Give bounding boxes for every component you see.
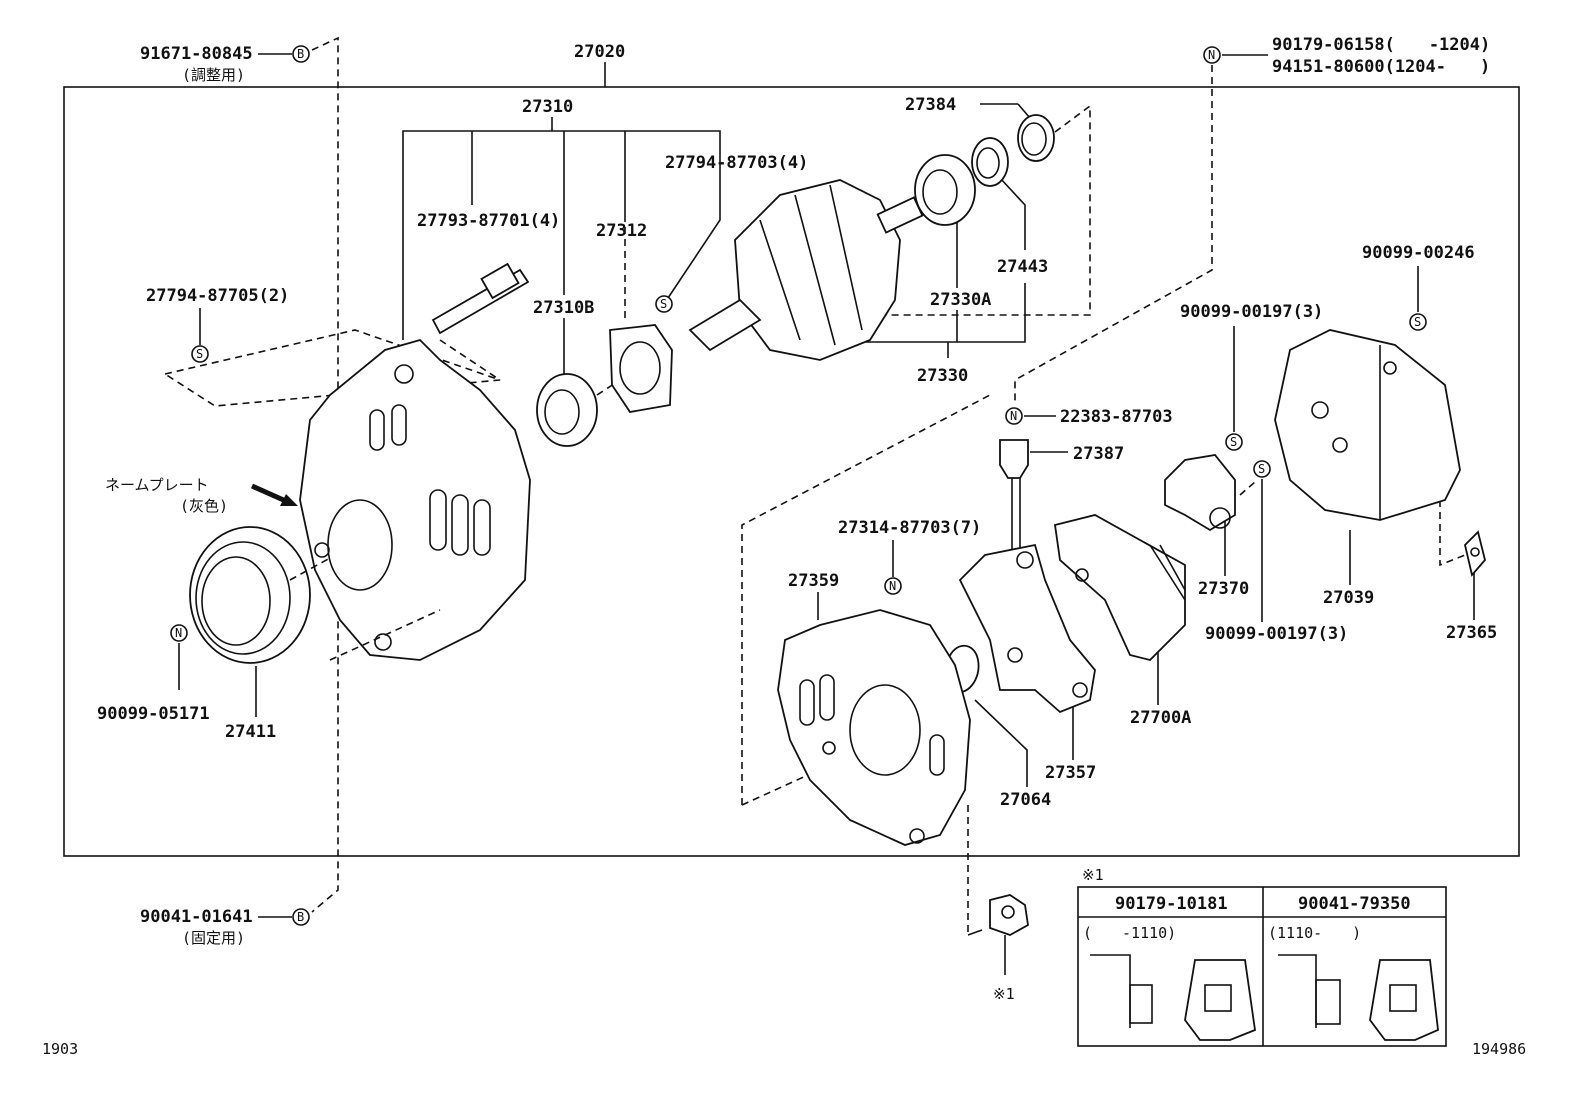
s-mark-icon: S <box>1409 313 1427 331</box>
snap-ring-drawing <box>1017 114 1055 162</box>
ref-mark-part: ※1 <box>993 985 1015 1003</box>
pulley-drawing <box>189 526 311 664</box>
label-27312: 27312 <box>596 221 647 241</box>
label-27359: 27359 <box>788 571 839 591</box>
part-90041-01641: 90041-01641 <box>140 907 253 927</box>
terminal-plate-drawing <box>1464 530 1486 577</box>
n-mark-icon: N <box>884 577 902 595</box>
label-27330A: 27330A <box>930 290 991 310</box>
label-27330: 27330 <box>917 366 968 386</box>
table-range-left: ( -1110) <box>1083 924 1176 942</box>
s-mark-icon: S <box>1253 460 1271 478</box>
svg-text:S: S <box>196 347 203 361</box>
part-27794-87703: 27794-87703(4) <box>665 153 808 173</box>
retainer-plate-drawing <box>609 324 673 413</box>
table-header-90041-79350: 90041-79350 <box>1298 894 1411 914</box>
regulator-drawing <box>958 439 1096 714</box>
svg-text:N: N <box>1208 48 1215 62</box>
part-27794-87705: 27794-87705(2) <box>146 286 289 306</box>
label-27700A: 27700A <box>1130 708 1191 728</box>
label-27064: 27064 <box>1000 790 1051 810</box>
variant-table: 90179-10181 90041-79350 ( -1110) (1110- … <box>1077 886 1447 1047</box>
stud-bolt-drawing <box>431 262 530 335</box>
table-header-90179-10181: 90179-10181 <box>1115 894 1228 914</box>
n-mark-icon: N <box>1203 46 1221 64</box>
code-right: 194986 <box>1472 1040 1526 1058</box>
label-27387: 27387 <box>1073 444 1124 464</box>
part-22383-87703: 22383-87703 <box>1060 407 1173 427</box>
s-mark-icon: S <box>655 295 673 313</box>
label-27357: 27357 <box>1045 763 1096 783</box>
n-mark-icon: N <box>1005 407 1023 425</box>
part-90099-00197-upper: 90099-00197(3) <box>1180 302 1323 322</box>
label-27411: 27411 <box>225 722 276 742</box>
front-bearing-drawing <box>536 373 598 447</box>
label-27039: 27039 <box>1323 588 1374 608</box>
label-27020: 27020 <box>574 42 625 62</box>
part-90041-note: (固定用) <box>182 929 245 947</box>
rotor-drawing <box>688 179 924 361</box>
rear-cover-drawing <box>1274 329 1461 521</box>
nameplate-label: ネームプレート <box>105 476 209 494</box>
terminal-clip-drawing <box>989 894 1029 936</box>
brush-holder-drawing <box>1164 454 1236 532</box>
b-mark-icon: B <box>292 45 310 63</box>
n-mark-icon: N <box>170 624 188 642</box>
code-left: 1903 <box>42 1040 78 1058</box>
part-90099-00246: 90099-00246 <box>1362 243 1475 263</box>
label-27370: 27370 <box>1198 579 1249 599</box>
label-27384: 27384 <box>905 95 956 115</box>
svg-text:S: S <box>1230 435 1237 449</box>
s-mark-icon: S <box>191 345 209 363</box>
rectifier-drawing <box>1053 514 1186 661</box>
svg-text:S: S <box>1258 462 1265 476</box>
svg-text:N: N <box>175 626 182 640</box>
b-mark-icon: B <box>292 908 310 926</box>
svg-text:B: B <box>297 910 304 924</box>
label-27310: 27310 <box>522 97 573 117</box>
label-27365: 27365 <box>1446 623 1497 643</box>
assembly-frame <box>63 86 1520 857</box>
nameplate-color: (灰色) <box>180 497 228 515</box>
rear-bearing-drawing <box>914 154 976 226</box>
front-housing-drawing <box>299 338 531 661</box>
label-27443: 27443 <box>997 257 1048 277</box>
s-mark-icon: S <box>1225 433 1243 451</box>
arrow-icon <box>250 483 298 506</box>
part-91671-80845: 91671-80845 <box>140 44 253 64</box>
svg-text:N: N <box>1010 409 1017 423</box>
part-27793-87701: 27793-87701(4) <box>417 211 560 231</box>
part-90099-00197-lower: 90099-00197(3) <box>1205 624 1348 644</box>
label-27310B: 27310B <box>533 298 594 318</box>
svg-text:N: N <box>889 579 896 593</box>
part-91671-note: (調整用) <box>182 66 245 84</box>
part-90099-05171: 90099-05171 <box>97 704 210 724</box>
rear-housing-drawing <box>777 609 971 846</box>
part-94151-80600: 94151-80600(1204- ) <box>1272 57 1490 77</box>
table-range-right: (1110- ) <box>1268 924 1361 942</box>
svg-text:S: S <box>1414 315 1421 329</box>
part-90179-06158: 90179-06158( -1204) <box>1272 35 1490 55</box>
bearing-cover-drawing <box>971 137 1009 187</box>
svg-text:S: S <box>660 297 667 311</box>
ref-mark-table: ※1 <box>1082 866 1104 884</box>
svg-text:B: B <box>297 47 304 61</box>
part-27314-87703: 27314-87703(7) <box>838 518 981 538</box>
